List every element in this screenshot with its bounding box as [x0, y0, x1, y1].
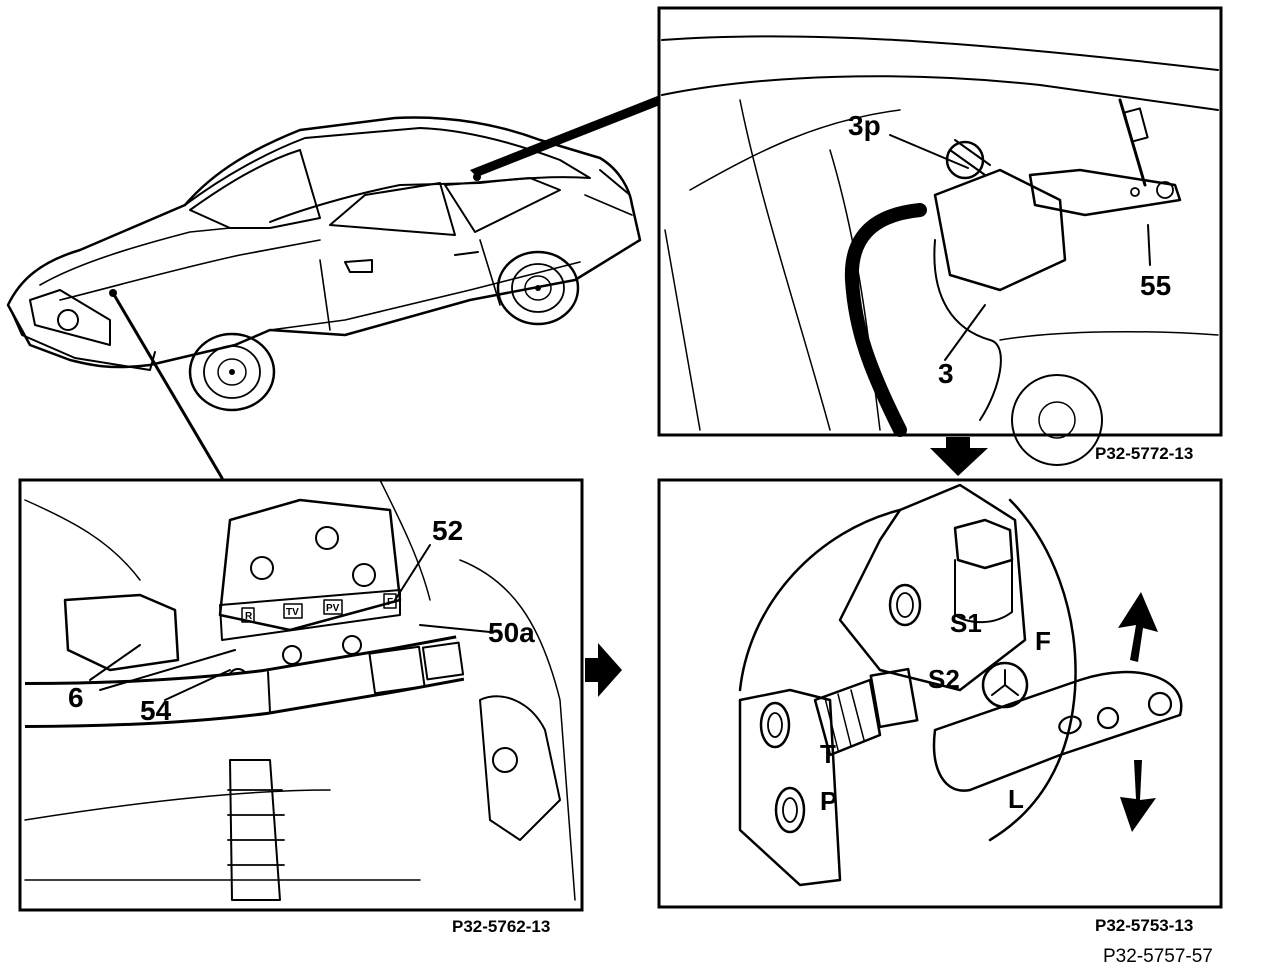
- front-wheel: [188, 332, 276, 412]
- panel-top-right: 3p 55 3: [657, 6, 1223, 466]
- panel-ref-top-right: P32-5772-13: [1095, 444, 1193, 463]
- label-t: T: [820, 739, 836, 769]
- rear-wheel: [496, 250, 580, 326]
- label-s1: S1: [950, 608, 982, 638]
- label-s2: S2: [928, 664, 960, 694]
- label-52: 52: [432, 515, 463, 546]
- label-f: F: [1035, 626, 1051, 656]
- panel-ref-bottom-left: P32-5762-13: [452, 917, 550, 936]
- figure-ref: P32-5757-57: [1103, 946, 1213, 967]
- label-54: 54: [140, 695, 172, 726]
- car-illustration: [6, 116, 642, 412]
- leader-line-rear: [470, 95, 660, 177]
- arrow-right-icon: [585, 643, 622, 697]
- label-6: 6: [68, 682, 84, 713]
- port-tag-tv: TV: [286, 607, 299, 618]
- label-55: 55: [1140, 270, 1171, 301]
- panel-bottom-left: R TV PV F 52 50a 6 54: [18, 478, 584, 912]
- panel-bottom-right: S1 S2 F T P L: [657, 478, 1223, 909]
- label-p: P: [820, 786, 837, 816]
- leader-line-front: [111, 291, 224, 480]
- port-tag-pv: PV: [326, 603, 340, 614]
- label-l: L: [1008, 784, 1024, 814]
- arrow-down-icon: [930, 437, 988, 476]
- port-tag-f: F: [387, 597, 393, 608]
- label-3p: 3p: [848, 110, 881, 141]
- port-tag-r: R: [245, 611, 253, 622]
- label-50a: 50a: [488, 617, 535, 648]
- lever-down-arrow-icon: [1120, 760, 1156, 832]
- label-3: 3: [938, 358, 954, 389]
- panel-ref-bottom-right: P32-5753-13: [1095, 916, 1193, 935]
- lever-up-arrow-icon: [1118, 592, 1158, 662]
